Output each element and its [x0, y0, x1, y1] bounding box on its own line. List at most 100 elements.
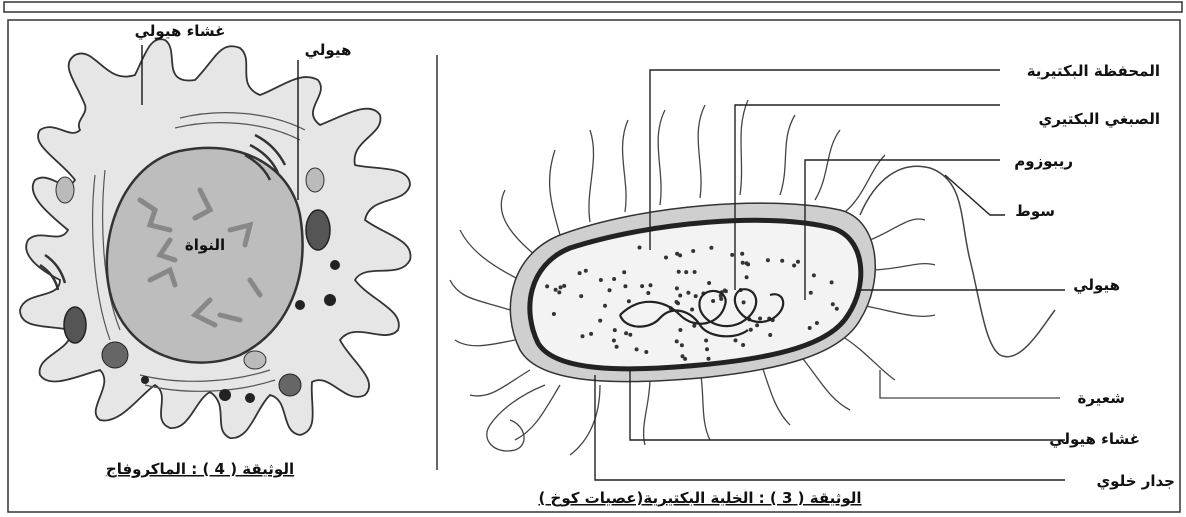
ribosome-dot — [554, 288, 558, 292]
ribosome-dot — [557, 290, 561, 294]
ribosome-dot — [589, 332, 593, 336]
ribosome-dot — [562, 284, 566, 288]
ribosome-dot — [734, 338, 738, 342]
ribosome-dot — [646, 291, 650, 295]
ribosome-dot — [831, 302, 835, 306]
ribosome-dot — [768, 333, 772, 337]
ribosome-dot — [664, 256, 668, 260]
ribosome-dot — [675, 252, 679, 256]
ribosome-dot — [742, 300, 746, 304]
ribosome-dot — [792, 264, 796, 268]
ribosome-dot — [809, 291, 813, 295]
ribosome-dot — [694, 294, 698, 298]
ribosome-dot — [615, 345, 619, 349]
ribosome-dot — [745, 275, 749, 279]
granule — [219, 389, 231, 401]
ribosome-dot — [808, 326, 812, 330]
ribosome-dot — [579, 294, 583, 298]
ribosome-dot — [608, 288, 612, 292]
ribosome-dot — [741, 343, 745, 347]
caption-macrophage: الوثيقة ( 4 ) : الماكروفاج — [106, 460, 294, 478]
ribosome-dot — [675, 300, 679, 304]
top-frame-line — [4, 2, 1182, 12]
ribosome-dot — [624, 331, 628, 335]
ribosome-dot — [741, 261, 745, 265]
ribosome-dot — [830, 280, 834, 284]
ribosome-dot — [740, 252, 744, 256]
ribosome-dot — [755, 323, 759, 327]
ribosome-dot — [686, 291, 690, 295]
ribosome-dot — [644, 350, 648, 354]
ribosome-dot — [603, 304, 607, 308]
ribosome-dot — [758, 317, 762, 321]
ribosome-dot — [766, 258, 770, 262]
lysosome — [102, 342, 128, 368]
lysosome — [279, 374, 301, 396]
label-flagellum: سوط — [1015, 202, 1055, 220]
granule — [245, 393, 255, 403]
ribosome-dot — [649, 283, 653, 287]
ribosome-dot — [578, 271, 582, 275]
mitochondrion — [306, 210, 330, 250]
ribosome-dot — [815, 321, 819, 325]
granule — [295, 300, 305, 310]
ribosome-dot — [690, 308, 694, 312]
ribosome-dot — [559, 285, 563, 289]
vesicle — [244, 351, 266, 369]
ribosome-dot — [691, 249, 695, 253]
ribosome-dot — [623, 284, 627, 288]
vesicle — [56, 177, 74, 203]
ribosome-dot — [693, 270, 697, 274]
ribosome-dot — [612, 339, 616, 343]
ribosome-dot — [581, 334, 585, 338]
label-macrophage-membrane: غشاء هيولي — [135, 22, 226, 40]
granule — [324, 294, 336, 306]
ribosome-dot — [584, 269, 588, 273]
ribosome-dot — [812, 273, 816, 277]
ribosome-dot — [780, 259, 784, 263]
ribosome-dot — [730, 253, 734, 257]
ribosome-dot — [552, 312, 556, 316]
ribosome-dot — [675, 339, 679, 343]
ribosome-dot — [678, 294, 682, 298]
label-ribosome: ريبوزوم — [1014, 152, 1073, 170]
ribosome-dot — [627, 299, 631, 303]
vesicle — [306, 168, 324, 192]
macrophage-nucleus — [107, 148, 303, 363]
ribosome-dot — [746, 262, 750, 266]
ribosome-dot — [680, 343, 684, 347]
ribosome-dot — [635, 347, 639, 351]
ribosome-dot — [675, 286, 679, 290]
ribosome-dot — [704, 339, 708, 343]
ribosome-dot — [622, 270, 626, 274]
flagellum — [860, 166, 1055, 357]
ribosome-dot — [723, 289, 727, 293]
ribosome-dot — [709, 246, 713, 250]
ribosome-dot — [719, 297, 723, 301]
ribosome-dot — [711, 299, 715, 303]
label-macrophage-cytoplasm: هيولي — [305, 41, 352, 59]
flagellum — [487, 385, 545, 451]
ribosome-dot — [678, 328, 682, 332]
label-chromosome: الصبغي البكتيري — [1039, 110, 1161, 129]
ribosome-dot — [835, 307, 839, 311]
ribosome-dot — [599, 278, 603, 282]
ribosome-dot — [683, 357, 687, 361]
ribosome-dot — [684, 270, 688, 274]
label-bacterium-cytoplasm: هيولي — [1073, 276, 1120, 294]
caption-bacterium: الوثيقة ( 3 ) : الخلية البكتيرية(عصيات ك… — [538, 489, 861, 507]
ribosome-dot — [628, 333, 632, 337]
ribosome-dot — [796, 260, 800, 264]
ribosome-dot — [598, 319, 602, 323]
label-bacterium-membrane: غشاء هيولي — [1049, 430, 1140, 448]
bacterium-figure — [450, 100, 1060, 455]
ribosome-dot — [707, 357, 711, 361]
granule — [141, 376, 149, 384]
ribosome-dot — [640, 284, 644, 288]
ribosome-dot — [612, 277, 616, 281]
granule — [330, 260, 340, 270]
label-capsule: المحفظة البكتيرية — [1027, 62, 1160, 80]
ribosome-dot — [613, 328, 617, 332]
label-pilus: شعيرة — [1077, 389, 1125, 407]
